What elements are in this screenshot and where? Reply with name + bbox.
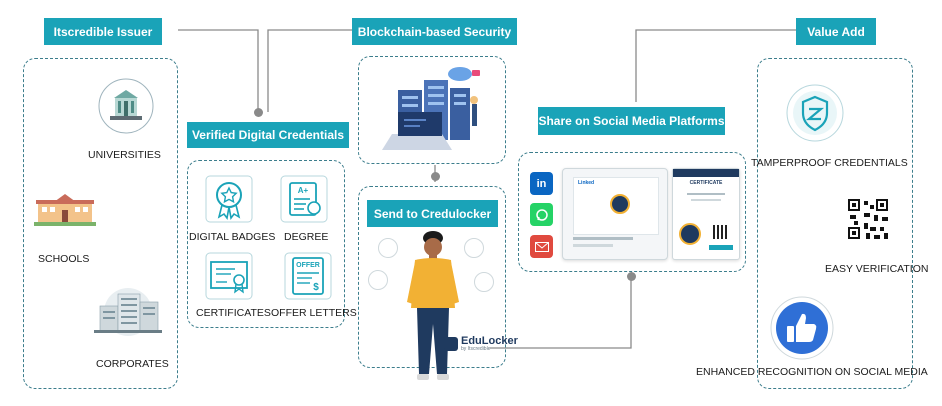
send-tag: Send to Credulocker bbox=[367, 200, 498, 227]
verified-tag: Verified Digital Credentials bbox=[187, 122, 349, 148]
certificate-icon bbox=[205, 252, 253, 300]
connector-dot bbox=[254, 108, 263, 117]
security-tag: Blockchain-based Security bbox=[352, 18, 517, 45]
verified-item-certificates: CERTIFICATES bbox=[196, 307, 271, 319]
verified-item-digital-badges: DIGITAL BADGES bbox=[189, 231, 276, 243]
edulocker-logo-subtext: by Itscredible bbox=[461, 346, 491, 352]
value-box bbox=[757, 58, 913, 389]
linkedin-icon-text: in bbox=[536, 177, 547, 190]
offer-heading-text: OFFER bbox=[296, 262, 320, 269]
doc-circle-icon bbox=[368, 270, 388, 290]
value-item-tamperproof: TAMPERPROOF CREDENTIALS bbox=[751, 157, 908, 169]
doc-circle-icon bbox=[378, 238, 398, 258]
doc-circle-icon bbox=[464, 238, 484, 258]
certificate-preview-seal-icon bbox=[679, 223, 701, 245]
qr-code-icon bbox=[846, 197, 890, 241]
edulocker-logo: EduLocker by Itscredible bbox=[444, 336, 518, 352]
verified-box bbox=[187, 160, 345, 328]
certificate-preview-title: CERTIFICATE bbox=[689, 180, 723, 186]
dollar-sign-text: $ bbox=[313, 282, 319, 293]
value-item-social-recognition: ENHANCED RECOGNITION ON SOCIAL MEDIA bbox=[696, 366, 928, 378]
post-logo-label: Linked bbox=[578, 180, 595, 186]
linkedin-icon[interactable]: in bbox=[530, 172, 553, 195]
mail-icon[interactable] bbox=[530, 235, 553, 258]
edulocker-logo-text: EduLocker bbox=[461, 335, 518, 347]
verified-item-offer-letters: OFFER LETTERS bbox=[271, 307, 357, 319]
connector-dot bbox=[627, 272, 636, 281]
send-box bbox=[358, 186, 506, 368]
issuer-item-universities: UNIVERSITIES bbox=[88, 149, 161, 161]
certificate-preview-qr-icon bbox=[713, 225, 727, 239]
issuer-item-schools: SCHOOLS bbox=[38, 253, 90, 265]
certificate-preview: CERTIFICATE bbox=[672, 168, 740, 260]
offer-letter-icon: OFFER $ bbox=[284, 252, 332, 300]
blockchain-server-illustration bbox=[382, 67, 480, 150]
verified-item-degree: DEGREE bbox=[284, 231, 329, 243]
security-box bbox=[358, 56, 506, 164]
tamperproof-icon bbox=[786, 84, 844, 142]
share-box bbox=[518, 152, 746, 272]
doc-circle-icon bbox=[474, 272, 494, 292]
issuer-box bbox=[23, 58, 178, 389]
school-icon bbox=[34, 194, 96, 226]
post-cert-seal-icon bbox=[610, 194, 630, 214]
connector-dot bbox=[431, 172, 440, 181]
person-illustration bbox=[407, 231, 459, 380]
share-tag: Share on Social Media Platforms bbox=[538, 107, 725, 135]
degree-grade-text: A+ bbox=[298, 186, 309, 195]
edulocker-logo-icon bbox=[444, 337, 458, 351]
value-item-easy-verification: EASY VERIFICATION bbox=[825, 263, 929, 275]
thumbs-up-icon bbox=[770, 296, 834, 360]
degree-icon: A+ bbox=[280, 175, 328, 223]
badge-icon bbox=[205, 175, 253, 223]
university-icon bbox=[98, 78, 154, 134]
value-tag: Value Add bbox=[796, 18, 876, 45]
linkedin-post-preview: Linked bbox=[562, 168, 668, 260]
issuer-item-corporates: CORPORATES bbox=[96, 358, 169, 370]
corporate-icon bbox=[94, 288, 162, 336]
issuer-tag: Itscredible Issuer bbox=[44, 18, 162, 45]
whatsapp-icon[interactable] bbox=[530, 203, 553, 226]
